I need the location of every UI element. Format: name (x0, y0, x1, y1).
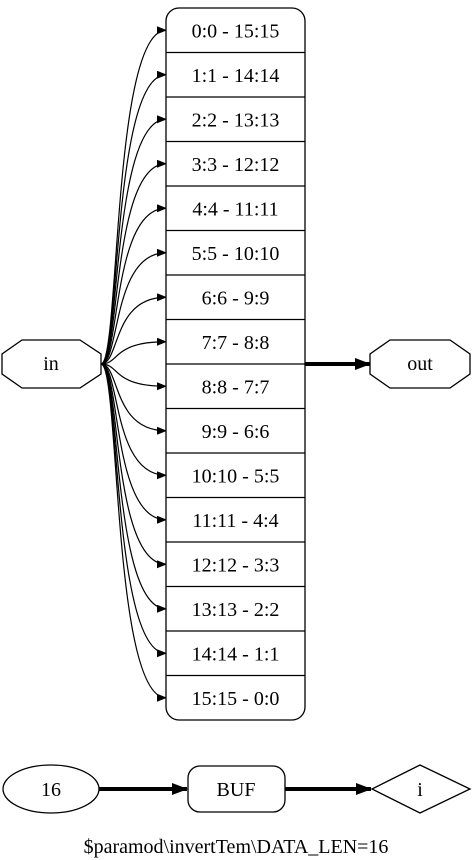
fan-out-edge (100, 204, 167, 365)
mapping-cell-label: 14:14 - 1:1 (192, 643, 280, 665)
fan-out-edge (100, 248, 167, 365)
input-node-label: in (43, 353, 59, 375)
output-node-label: out (407, 353, 433, 375)
fan-out-edge (100, 159, 167, 365)
mapping-cell-label: 5:5 - 10:10 (192, 243, 280, 265)
fan-out-edge (100, 363, 167, 702)
mapping-cell-label: 13:13 - 2:2 (192, 599, 280, 621)
mapping-cell-label: 10:10 - 5:5 (192, 465, 280, 487)
port-node: i (370, 764, 472, 814)
input-node: in (1, 339, 102, 389)
buf-node: BUF (187, 765, 286, 813)
mapping-record: 0:0 - 15:15 1:1 - 14:14 2:2 - 13:13 3:3 - 1… (165, 7, 306, 721)
mapping-cell-label: 1:1 - 14:14 (192, 65, 280, 87)
output-node: out (369, 339, 471, 389)
fan-out-edge (100, 70, 167, 365)
mapping-cell-label: 9:9 - 6:6 (202, 421, 270, 443)
mapping-cell-label: 6:6 - 9:9 (202, 287, 270, 309)
mapping-cell-label: 2:2 - 13:13 (192, 109, 280, 131)
const-node: 16 (2, 764, 100, 814)
fan-out-edge (100, 363, 167, 480)
fan-out-edge (100, 363, 167, 435)
port-node-label: i (417, 779, 423, 801)
fan-out-edge (100, 26, 167, 365)
fan-out-edge (100, 363, 167, 524)
fan-out-edge (100, 115, 167, 365)
fan-out-edge (100, 363, 167, 391)
fan-out-edge (100, 337, 167, 365)
fan-out-edge (100, 293, 167, 365)
mapping-cell-label: 12:12 - 3:3 (192, 554, 280, 576)
mapping-cell-label: 11:11 - 4:4 (192, 510, 278, 532)
mapping-cell-label: 8:8 - 7:7 (202, 376, 270, 398)
mapping-cell-label: 4:4 - 11:11 (192, 198, 278, 220)
diagram-caption: $paramod\invertTem\DATA_LEN=16 (84, 836, 389, 858)
fan-out-edges (100, 26, 167, 702)
mapping-cell-label: 7:7 - 8:8 (202, 332, 270, 354)
const-node-label: 16 (41, 779, 61, 801)
mapping-cell-label: 3:3 - 12:12 (192, 154, 280, 176)
buf-node-label: BUF (217, 779, 256, 801)
mapping-cell-label: 0:0 - 15:15 (192, 20, 280, 42)
mapping-cell-label: 15:15 - 0:0 (192, 688, 280, 710)
